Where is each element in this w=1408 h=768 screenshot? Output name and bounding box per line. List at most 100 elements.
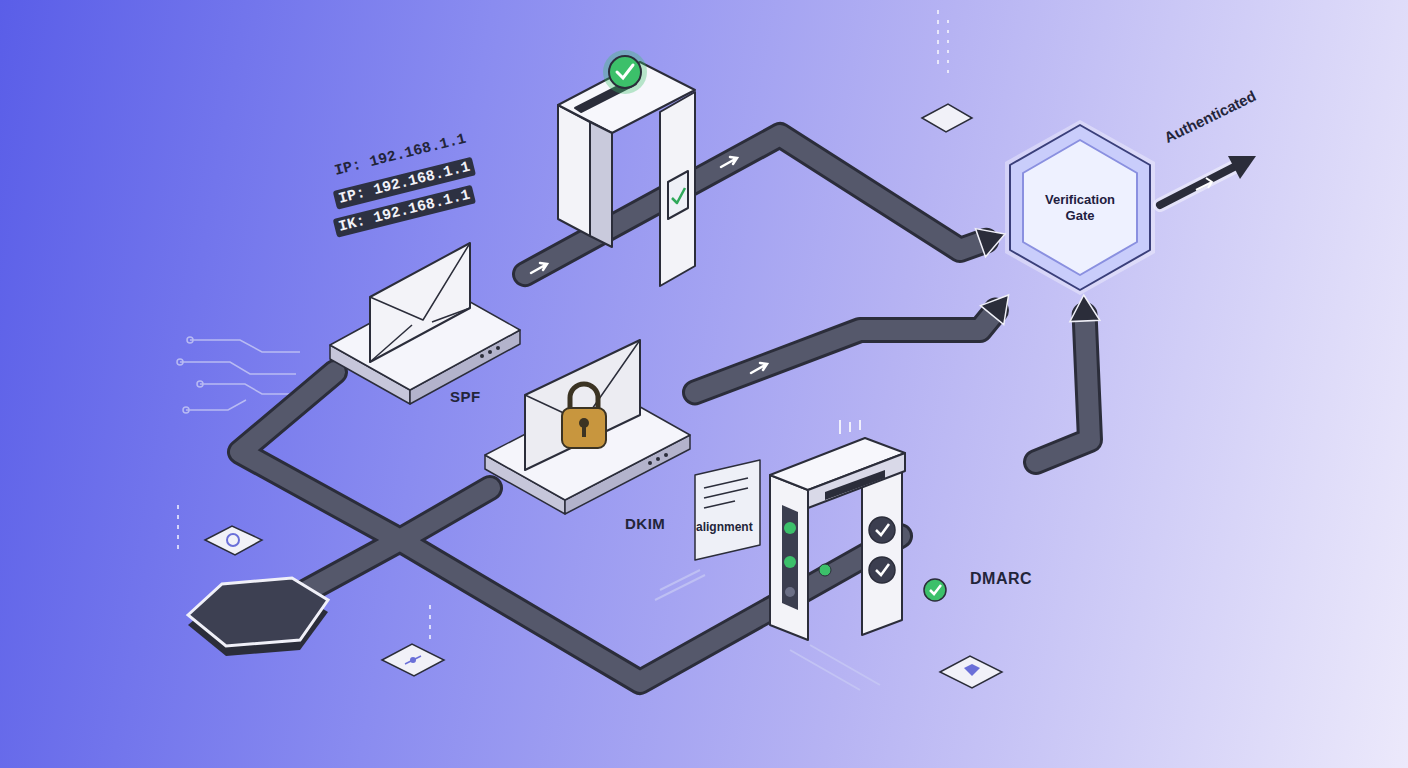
node-label: DKIM: [625, 515, 665, 532]
illustration-shape: [429, 605, 431, 640]
illustration-shape: [609, 56, 641, 88]
illustration-shape: [227, 534, 239, 546]
illustration-shape: [197, 381, 203, 387]
illustration-shape: [405, 656, 421, 664]
illustration-shape: [876, 564, 889, 575]
illustration-shape: [370, 243, 470, 320]
road-path: [1036, 315, 1090, 462]
illustration-shape: [1023, 140, 1137, 275]
illustration-shape: [177, 505, 179, 555]
road-connector: [695, 295, 1009, 392]
illustration-shape: [937, 10, 939, 70]
illustration-shape: [656, 457, 660, 461]
illustration-shape: [947, 20, 949, 80]
illustration-shape: [1228, 156, 1256, 179]
start-hexagon: [188, 578, 328, 656]
illustration-shape: [849, 422, 851, 432]
illustration-shape: [186, 400, 246, 410]
illustration-shape: [721, 157, 737, 167]
illustration-shape: [188, 578, 328, 646]
output-label: Authenticated: [1161, 87, 1258, 146]
illustration-shape: [704, 478, 748, 488]
illustration-shape: [964, 664, 980, 676]
road-path: [695, 311, 996, 393]
illustration-shape: [924, 579, 946, 601]
illustration-shape: [496, 346, 500, 350]
illustration-shape: [808, 453, 905, 508]
illustration-shape: [590, 122, 612, 247]
illustration-shape: [1010, 125, 1150, 290]
dkim-art: [480, 330, 695, 535]
illustration-shape: [770, 475, 808, 640]
illustration-shape: [562, 408, 606, 448]
illustration-shape: [825, 470, 885, 500]
illustration-shape: [869, 517, 895, 543]
illustration-shape: [751, 363, 767, 373]
illustration-shape: [664, 453, 668, 457]
illustration-shape: [488, 350, 492, 354]
illustration-shape: [869, 557, 895, 583]
illustration-shape: [240, 372, 900, 682]
illustration-shape: [839, 420, 841, 434]
illustration-shape: [205, 526, 262, 555]
illustration-shape: [617, 65, 633, 78]
illustration-shape: [704, 488, 748, 498]
illustration-shape: [930, 585, 941, 594]
label-holder: Authenticated: [1160, 108, 1260, 125]
node-label: Verification Gate: [1032, 192, 1128, 223]
arrow-head: [975, 229, 1005, 257]
illustration-shape: [859, 420, 861, 430]
illustration-shape: [531, 263, 547, 273]
illustration-shape: [790, 650, 860, 690]
dkim-platform: DKIM: [480, 330, 695, 536]
illustration-shape: [190, 340, 300, 352]
illustration-shape: [187, 337, 193, 343]
illustration-shape: [784, 522, 796, 534]
illustration-shape: [655, 575, 705, 600]
node-label: DMARC: [970, 570, 1032, 588]
illustration-shape: [570, 384, 598, 410]
vg-art: [1005, 120, 1155, 295]
illustration-shape: [660, 92, 695, 286]
card-label: alignment: [696, 520, 753, 534]
spf-platform: SPF: [320, 240, 525, 420]
illustration-shape: [432, 308, 470, 322]
spf-art: [320, 240, 525, 420]
illustration-shape: [370, 325, 412, 362]
illustration-shape: [862, 465, 902, 635]
illustration-shape: [784, 556, 796, 568]
illustration-shape: [940, 656, 1002, 688]
illustration-shape: [1160, 166, 1236, 205]
check-badge: [603, 50, 647, 94]
illustration-shape: [1005, 120, 1155, 295]
illustration-shape: [819, 564, 831, 576]
illustration-shape: [582, 425, 586, 437]
illustration-shape: [370, 243, 470, 362]
node-label: SPF: [450, 388, 481, 405]
illustration-shape: [480, 354, 484, 358]
dmarc-gate: alignmentDMARC: [690, 420, 1036, 645]
checkpoint-arch: [558, 62, 695, 286]
road-path: [1036, 315, 1090, 462]
illustration-shape: [704, 501, 735, 508]
illustration-shape: [668, 171, 688, 219]
illustration-shape: [672, 188, 685, 203]
illustration-shape: [525, 340, 640, 470]
illustration-shape: [603, 50, 647, 94]
road-chevrons: [531, 157, 767, 373]
illustration-shape: [382, 644, 444, 676]
illustration-shape: [1160, 166, 1236, 205]
label-holder: IK: 192.168.1.1: [335, 219, 478, 238]
arrow-head: [981, 295, 1009, 325]
illustration-shape: [810, 645, 880, 685]
illustration-shape: [782, 505, 798, 610]
illustration-shape: [177, 359, 183, 365]
arrow-head: [1070, 295, 1100, 322]
illustration-shape: [183, 407, 189, 413]
road-path: [695, 311, 996, 393]
verification-gate: Verification Gate: [1005, 120, 1155, 295]
icon-tiles: [205, 104, 1002, 688]
illustration-shape: [240, 372, 900, 682]
